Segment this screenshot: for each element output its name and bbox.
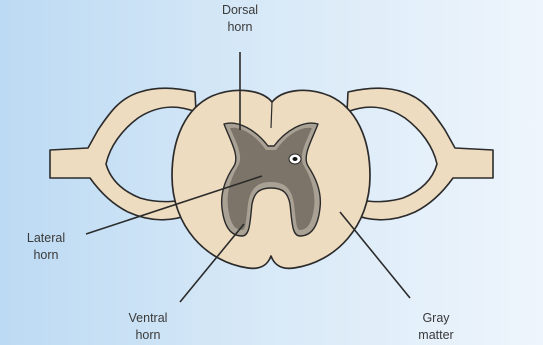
gray-matter-label: Gray matter [404, 310, 468, 344]
dorsal-horn-label: Dorsal horn [208, 2, 272, 36]
gray-matter-leader [340, 212, 410, 298]
ventral-horn-label: Ventral horn [116, 310, 180, 344]
central-canal-lumen [293, 157, 298, 161]
lateral-horn-label: Lateral horn [14, 230, 78, 264]
